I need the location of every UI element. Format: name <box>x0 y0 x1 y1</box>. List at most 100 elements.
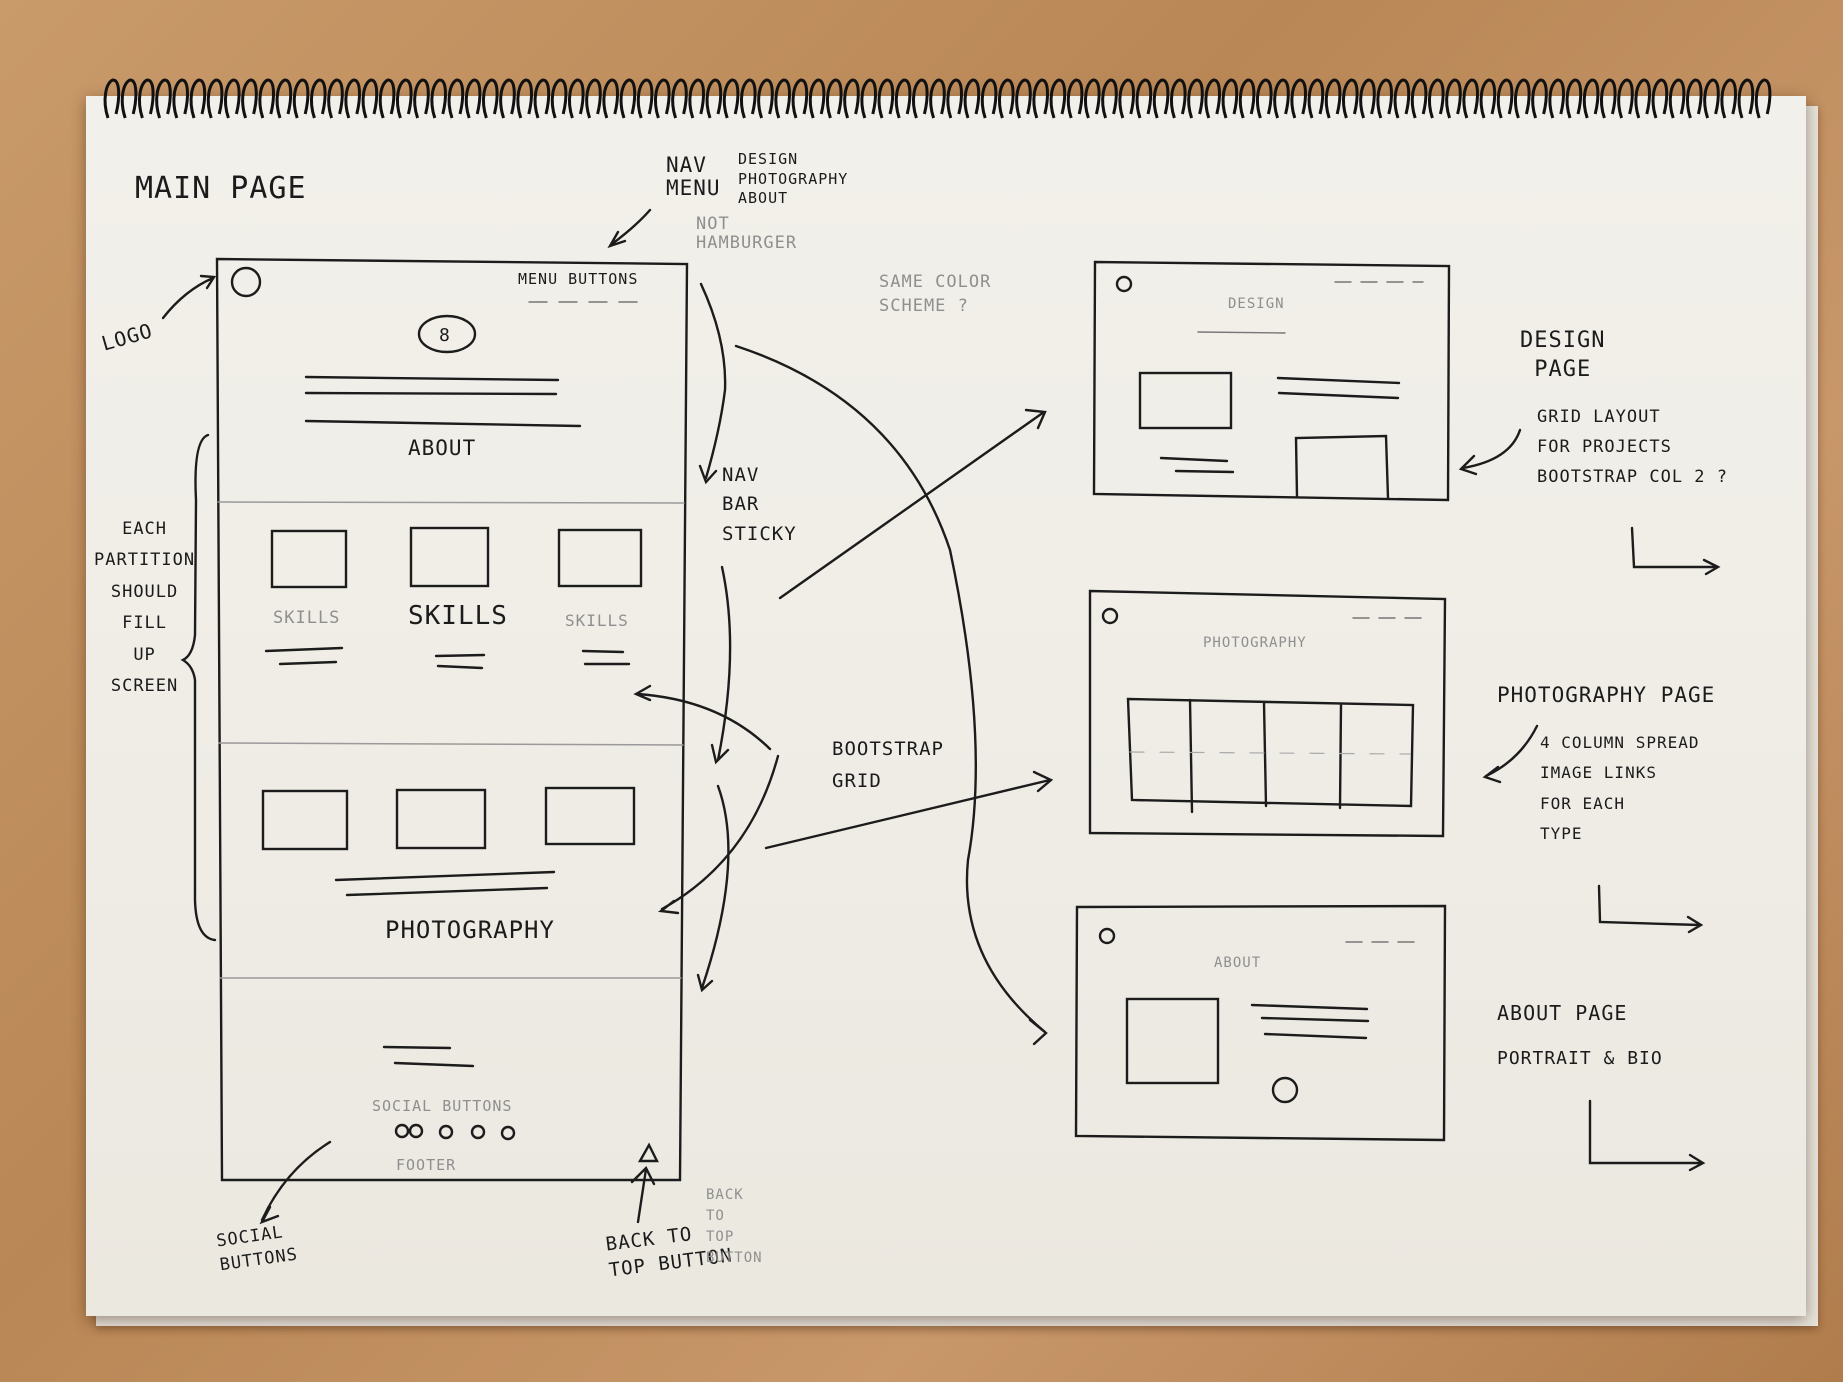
spiral-loop <box>103 78 121 119</box>
bootstrap-arrow-2 <box>657 754 780 915</box>
spiral-loop <box>327 78 344 119</box>
spiral-loop <box>1668 78 1686 119</box>
about-page-title: ABOUT PAGE <box>1497 1001 1628 1025</box>
spiral-loop <box>310 78 327 119</box>
spiral-loop <box>1428 78 1445 119</box>
back-to-top-faint: BACK TO TOP BUTTON <box>706 1187 763 1266</box>
design-inner-label: DESIGN <box>1228 296 1285 312</box>
nav-arrow <box>607 208 652 249</box>
spiral-loop <box>1324 78 1342 119</box>
bootstrap-arrow-1 <box>633 684 772 751</box>
spiral-loop <box>1376 78 1393 119</box>
spiral-loop <box>1496 78 1514 119</box>
svg-text:8: 8 <box>439 325 450 346</box>
spiral-loop <box>1634 78 1651 119</box>
spiral-loop <box>1152 78 1170 119</box>
about-wireframe <box>1074 904 1447 1142</box>
about-page-notes: PORTRAIT & BIO <box>1497 1048 1663 1069</box>
skills-label-right: SKILLS <box>565 611 629 630</box>
nav-menu-items: DESIGN PHOTOGRAPHY ABOUT <box>738 150 849 207</box>
spiral-loop <box>654 78 671 119</box>
spiral-loop <box>774 78 791 119</box>
spiral-loop <box>1565 78 1583 119</box>
spiral-loop <box>550 78 568 119</box>
spiral-loop <box>602 78 619 119</box>
partition-note: EACH PARTITION SHOULD FILL UP SCREEN <box>94 519 196 697</box>
design-note-arrow <box>1458 428 1522 476</box>
nav-bar-sticky-note: NAV BAR STICKY <box>722 464 797 545</box>
skills-image-1 <box>270 529 348 589</box>
social-icons <box>394 1123 516 1141</box>
spiral-loop <box>1462 78 1479 119</box>
spiral-loop <box>843 78 860 119</box>
back-top-arrow <box>630 1165 656 1224</box>
design-page-notes: GRID LAYOUT FOR PROJECTS BOOTSTRAP COL 2… <box>1537 407 1728 487</box>
nav-menu-note: NOT HAMBURGER <box>696 214 798 253</box>
photo-grid <box>1126 697 1415 814</box>
spiral-loop <box>1290 78 1307 119</box>
spiral-loop <box>1273 78 1290 119</box>
spiral-loop <box>482 78 499 119</box>
spiral-loop <box>894 78 912 119</box>
spiral-loop <box>378 78 396 119</box>
spiral-loop <box>1686 78 1703 119</box>
spiral-loop <box>138 78 155 119</box>
spiral-loop <box>464 78 482 119</box>
spiral-loop <box>516 78 533 119</box>
spiral-loop <box>1703 78 1720 119</box>
spiral-loop <box>1737 78 1755 119</box>
spiral-loop <box>1221 78 1239 119</box>
spiral-loop <box>447 78 465 119</box>
sticky-arrow <box>698 282 727 485</box>
spiral-loop <box>1582 78 1600 119</box>
section-divider-1 <box>217 501 685 504</box>
photography-label: PHOTOGRAPHY <box>385 916 555 944</box>
about-portrait <box>1125 997 1220 1085</box>
spiral-loop <box>430 78 447 119</box>
spiral-loop <box>585 78 602 119</box>
about-inner-label: ABOUT <box>1214 955 1262 971</box>
photography-wireframe <box>1088 589 1447 838</box>
bootstrap-grid-note: BOOTSTRAP GRID <box>832 738 944 793</box>
spiral-loop <box>1548 78 1565 119</box>
spiral-loop <box>912 78 929 119</box>
spiral-loop <box>241 78 258 119</box>
spiral-loop <box>1066 78 1084 119</box>
spiral-loop <box>1084 78 1101 119</box>
spiral-loop <box>1049 78 1067 119</box>
footer-label: FOOTER <box>396 1156 457 1174</box>
avatar-icon <box>417 314 477 354</box>
spiral-loop <box>1410 78 1428 119</box>
photography-page-notes: 4 COLUMN SPREAD IMAGE LINKS FOR EACH TYP… <box>1540 733 1700 844</box>
spiral-loop <box>1531 78 1548 119</box>
photography-inner-label: PHOTOGRAPHY <box>1203 635 1307 651</box>
spiral-loop <box>722 78 740 119</box>
photography-page-title: PHOTOGRAPHY PAGE <box>1497 683 1716 707</box>
spiral-loop <box>1720 78 1737 119</box>
partition-bracket <box>180 433 217 942</box>
spiral-loop <box>568 78 585 119</box>
skills-label-center: SKILLS <box>408 601 508 631</box>
spiral-loop <box>1651 78 1669 119</box>
spiral-loop <box>1170 78 1187 119</box>
logo-arrow <box>161 274 217 320</box>
spiral-loop <box>791 78 809 119</box>
spiral-loop <box>808 78 826 119</box>
spiral-loop <box>1118 78 1135 119</box>
sticky-arrow-3 <box>696 784 730 993</box>
spiral-loop <box>1238 78 1256 119</box>
social-arrow <box>259 1140 332 1225</box>
about-label: ABOUT <box>408 436 477 460</box>
main-wireframe-frame <box>215 257 689 1182</box>
spiral-loop <box>189 78 207 119</box>
spiral-loop <box>980 78 998 119</box>
spiral-loop <box>1135 78 1153 119</box>
spiral-loop <box>120 78 138 119</box>
spiral-loop <box>275 78 293 119</box>
spiral-loop <box>688 78 705 119</box>
spiral-loop <box>1342 78 1359 119</box>
spiral-loop <box>413 78 430 119</box>
spiral-loop <box>1204 78 1221 119</box>
spiral-loop <box>998 78 1015 119</box>
spiral-loop <box>963 78 981 119</box>
